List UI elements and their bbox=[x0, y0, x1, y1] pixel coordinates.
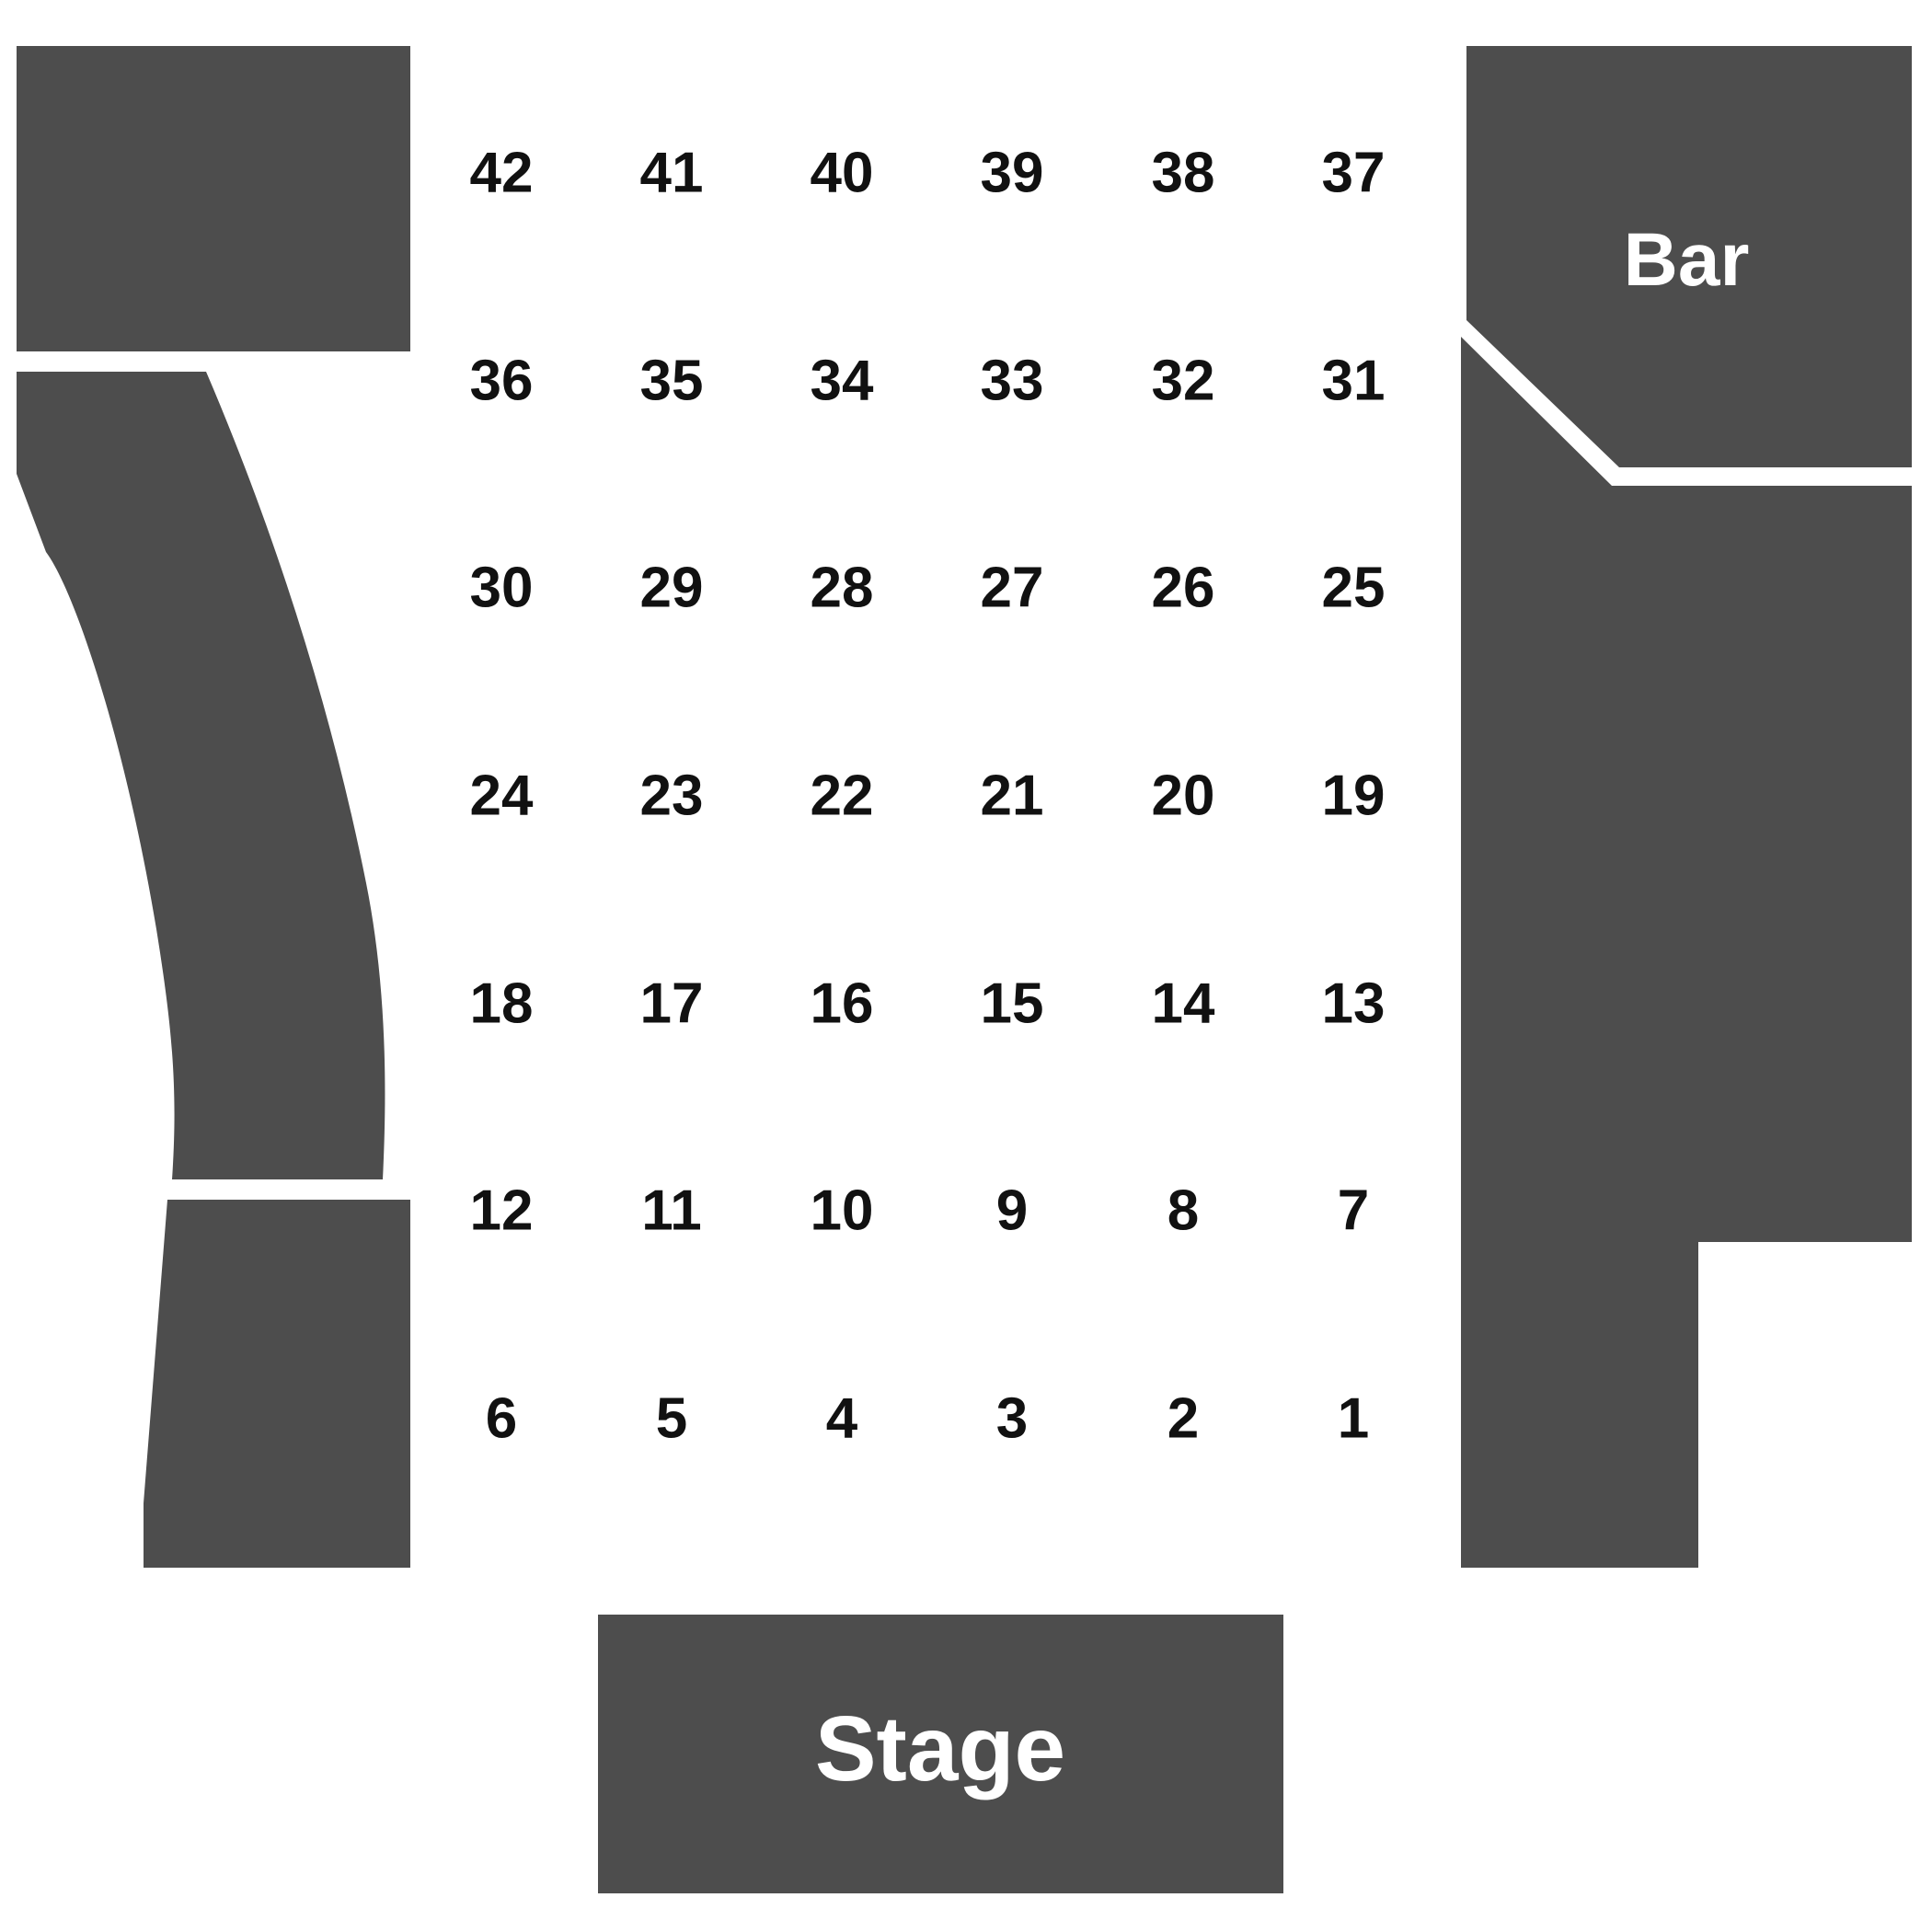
seat-14[interactable]: 14 bbox=[1152, 972, 1215, 1035]
seat-27[interactable]: 27 bbox=[981, 556, 1044, 619]
seat-1[interactable]: 1 bbox=[1338, 1386, 1369, 1450]
seat-18[interactable]: 18 bbox=[470, 972, 534, 1035]
seat-40[interactable]: 40 bbox=[811, 141, 874, 204]
seat-22[interactable]: 22 bbox=[811, 764, 874, 827]
bar-label: Bar bbox=[1624, 218, 1750, 302]
seat-12[interactable]: 12 bbox=[470, 1179, 534, 1242]
seat-10[interactable]: 10 bbox=[811, 1179, 874, 1242]
seat-7[interactable]: 7 bbox=[1338, 1179, 1369, 1242]
seat-4[interactable]: 4 bbox=[826, 1386, 858, 1450]
seat-3[interactable]: 3 bbox=[996, 1386, 1028, 1450]
seat-8[interactable]: 8 bbox=[1167, 1179, 1199, 1242]
seat-26[interactable]: 26 bbox=[1152, 556, 1215, 619]
seat-34[interactable]: 34 bbox=[811, 349, 874, 412]
seat-13[interactable]: 13 bbox=[1322, 972, 1386, 1035]
seat-33[interactable]: 33 bbox=[981, 349, 1044, 412]
seat-39[interactable]: 39 bbox=[981, 141, 1044, 204]
seat-21[interactable]: 21 bbox=[981, 764, 1044, 827]
seat-28[interactable]: 28 bbox=[811, 556, 874, 619]
seat-11[interactable]: 11 bbox=[641, 1179, 702, 1242]
seat-20[interactable]: 20 bbox=[1152, 764, 1215, 827]
seat-32[interactable]: 32 bbox=[1152, 349, 1215, 412]
left-upper-block bbox=[17, 46, 410, 351]
seat-17[interactable]: 17 bbox=[640, 972, 704, 1035]
seat-9[interactable]: 9 bbox=[996, 1179, 1028, 1242]
seat-15[interactable]: 15 bbox=[981, 972, 1044, 1035]
bar-block bbox=[1466, 46, 1912, 467]
seat-30[interactable]: 30 bbox=[470, 556, 534, 619]
left-curved-block bbox=[17, 372, 385, 1179]
stage-block bbox=[598, 1615, 1283, 1893]
seat-31[interactable]: 31 bbox=[1322, 349, 1386, 412]
right-l-block bbox=[1461, 337, 1912, 1568]
seat-6[interactable]: 6 bbox=[486, 1386, 517, 1450]
seat-41[interactable]: 41 bbox=[640, 141, 704, 204]
seat-29[interactable]: 29 bbox=[640, 556, 704, 619]
seat-35[interactable]: 35 bbox=[640, 349, 704, 412]
left-lower-block bbox=[144, 1200, 410, 1568]
seat-19[interactable]: 19 bbox=[1322, 764, 1386, 827]
seat-36[interactable]: 36 bbox=[470, 349, 534, 412]
seat-25[interactable]: 25 bbox=[1322, 556, 1386, 619]
seat-5[interactable]: 5 bbox=[656, 1386, 687, 1450]
seat-42[interactable]: 42 bbox=[470, 141, 534, 204]
seat-23[interactable]: 23 bbox=[640, 764, 704, 827]
seat-16[interactable]: 16 bbox=[811, 972, 874, 1035]
seat-38[interactable]: 38 bbox=[1152, 141, 1215, 204]
stage-label: Stage bbox=[815, 1697, 1065, 1800]
seat-37[interactable]: 37 bbox=[1322, 141, 1386, 204]
seat-2[interactable]: 2 bbox=[1167, 1386, 1199, 1450]
seat-24[interactable]: 24 bbox=[470, 764, 534, 827]
